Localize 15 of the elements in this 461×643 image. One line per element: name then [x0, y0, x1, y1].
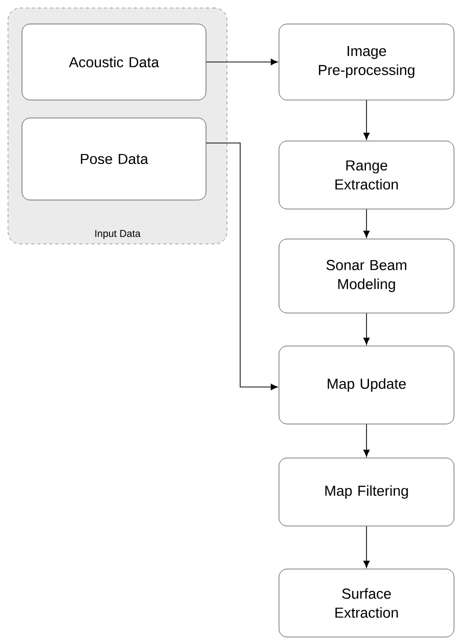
process-box: Sonar Beam Modeling: [278, 238, 454, 314]
process-box: Map Update: [278, 346, 454, 424]
process-box: Range Extraction: [278, 140, 454, 210]
arrow: [363, 526, 370, 568]
process-box: Surface Extraction: [278, 568, 454, 638]
arrow: [363, 100, 370, 140]
process-box: Pose Data: [22, 118, 206, 200]
arrow: [363, 208, 370, 238]
arrow: [363, 312, 370, 345]
arrow: [206, 58, 278, 66]
process-box: Map Filtering: [278, 458, 454, 526]
process-box: Acoustic Data: [22, 24, 206, 100]
process-box: Image Pre-processing: [278, 24, 454, 100]
arrow: [363, 424, 370, 457]
arrow: [206, 142, 278, 390]
